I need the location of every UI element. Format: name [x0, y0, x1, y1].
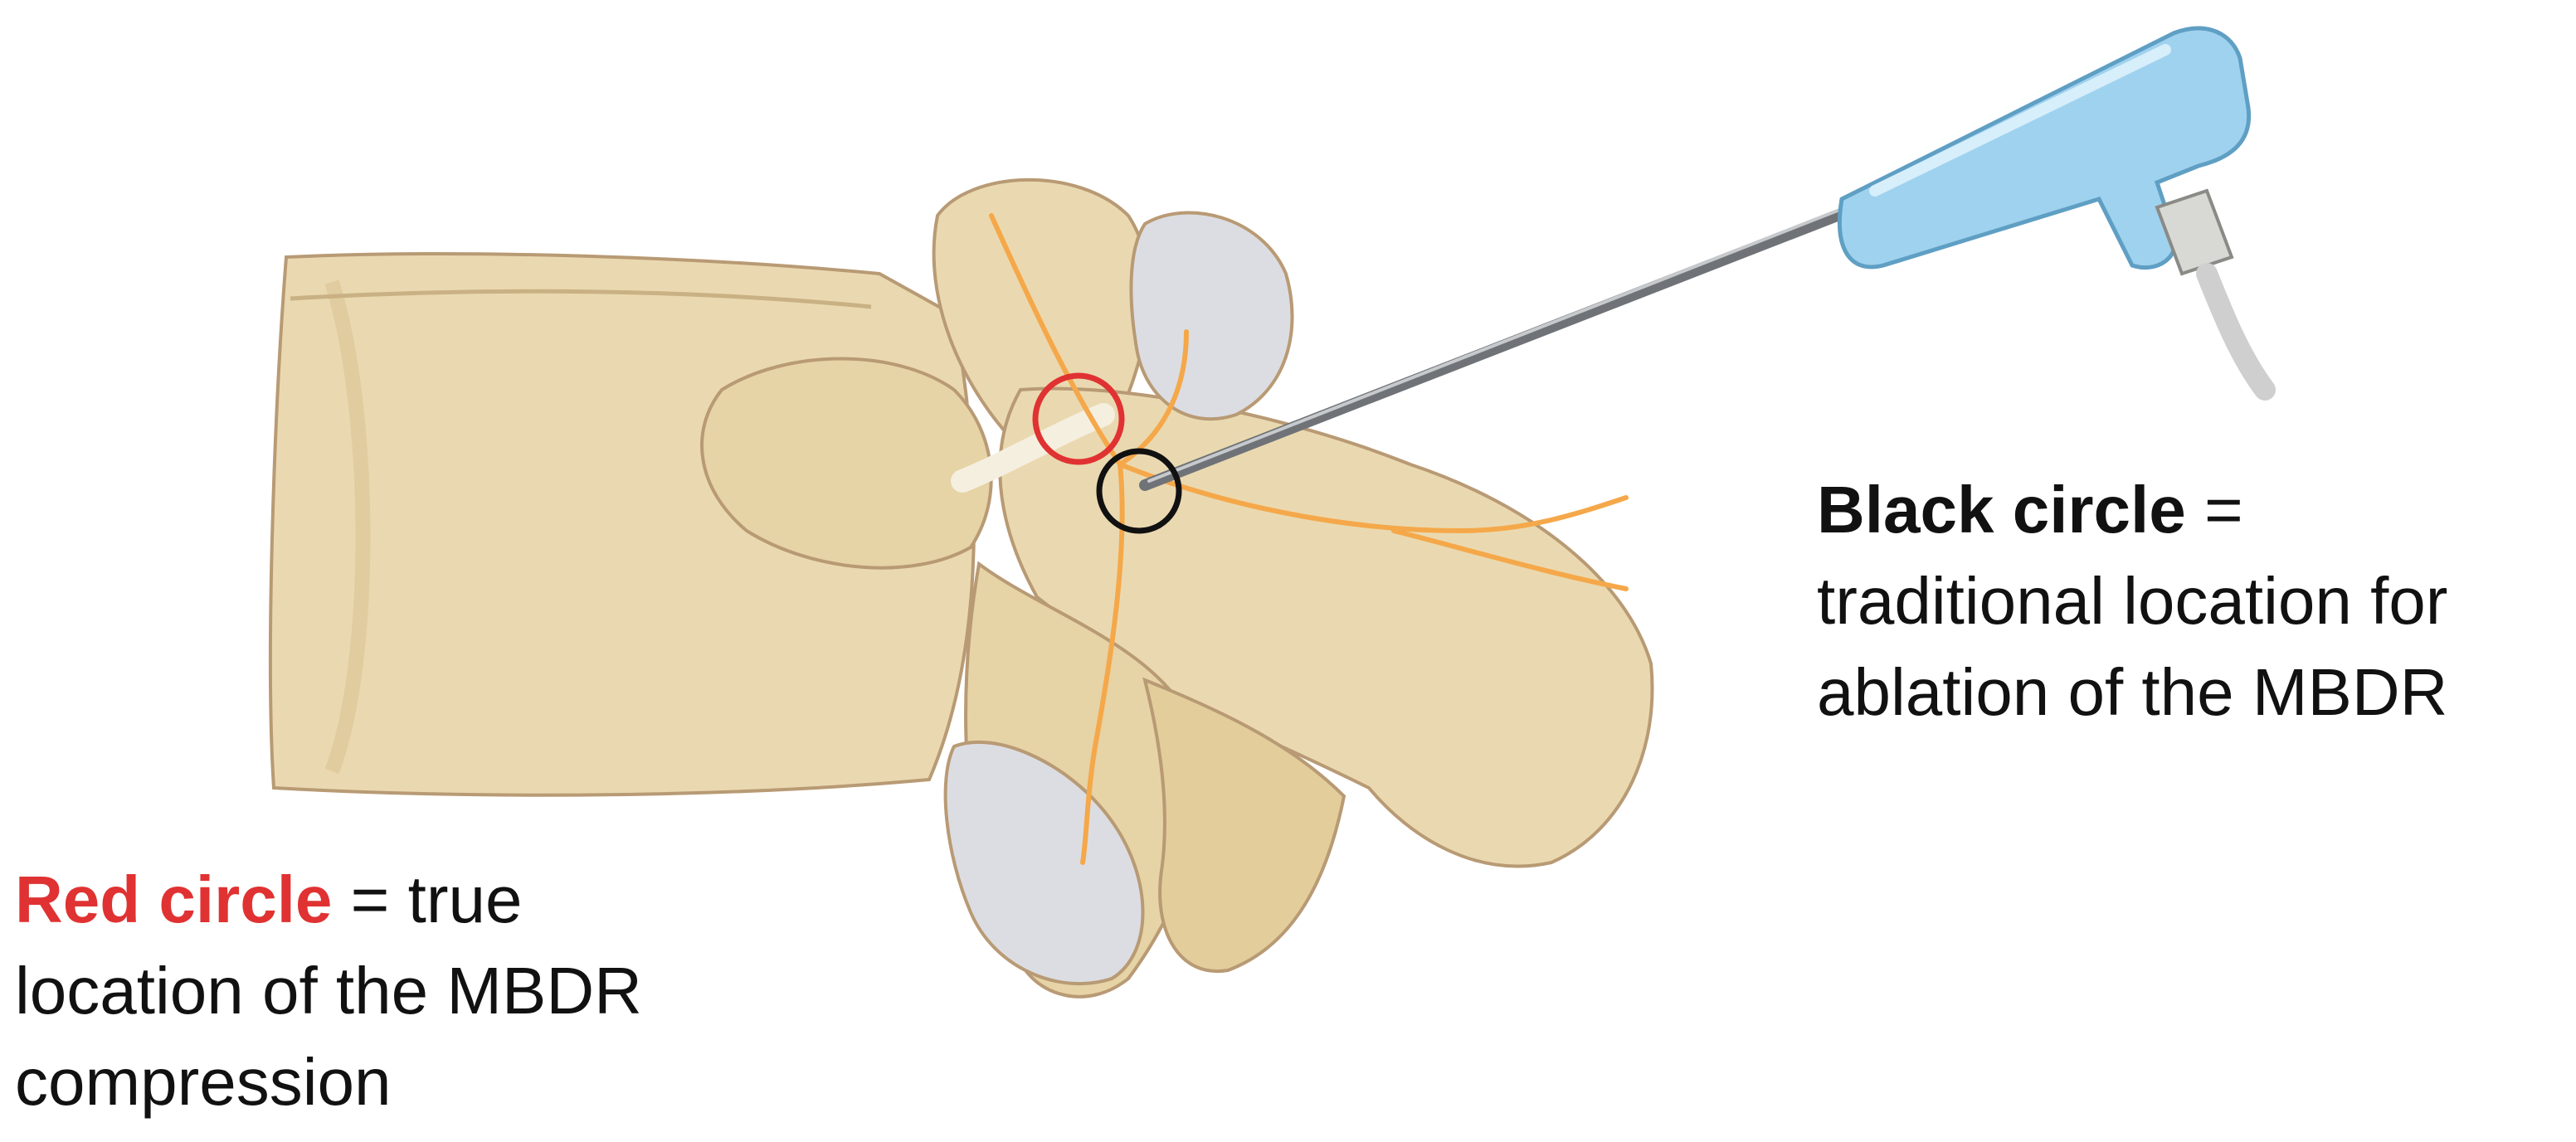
black-caption-line3: ablation of the MBDR [1817, 647, 2447, 738]
red-caption-equals: = true [332, 863, 522, 936]
black-caption-line2: traditional location for [1817, 556, 2447, 647]
red-circle-label: Red circle [15, 863, 332, 936]
black-caption-line1: Black circle = [1817, 464, 2447, 556]
black-circle-caption: Black circle = traditional location for … [1817, 464, 2447, 738]
probe-cable [2207, 274, 2265, 390]
black-caption-equals: = [2186, 473, 2243, 547]
red-caption-line3: compression [15, 1037, 642, 1128]
facet-cartilage-upper [1131, 213, 1292, 420]
red-caption-line2: location of the MBDR [15, 945, 642, 1037]
red-caption-line1: Red circle = true [15, 854, 642, 945]
red-circle-caption: Red circle = true location of the MBDR c… [15, 854, 642, 1128]
black-circle-label: Black circle [1817, 473, 2186, 547]
